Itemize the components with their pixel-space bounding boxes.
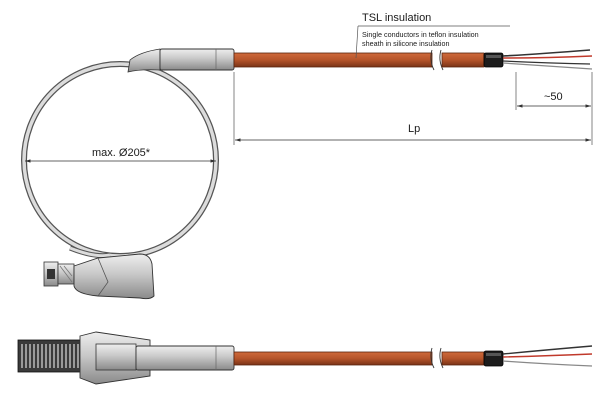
clamp-diameter-label: max. Ø205*: [92, 147, 151, 159]
wire-strip-length-label: ~50: [544, 91, 563, 103]
cable-top-segment-1: [233, 52, 433, 68]
conductor-wires-top: [502, 49, 593, 70]
cable-break-side: [430, 347, 444, 369]
cable-side-segment-2: [441, 351, 485, 366]
black-shrink-sleeve-side: [483, 350, 504, 367]
strip-length-dimension: [515, 72, 593, 110]
cable-break-top: [430, 49, 444, 71]
probe-sleeve-side: [135, 345, 235, 371]
insulation-title: TSL insulation: [362, 12, 432, 24]
insulation-description-line1: Single conductors in teflon insulation: [362, 30, 479, 39]
cable-length-dimension: [233, 72, 593, 145]
cable-length-label: Lp: [408, 123, 421, 135]
black-shrink-sleeve-top: [483, 52, 504, 68]
cable-top-segment-2: [441, 52, 485, 68]
probe-sleeve-top: [127, 48, 235, 73]
conductor-wires-side: [502, 345, 593, 367]
hose-clamp-band: [21, 61, 219, 259]
cable-side-segment-1: [233, 351, 433, 366]
clamp-screw-housing: [43, 245, 155, 300]
side-view-clamp: [17, 331, 151, 385]
insulation-description-line2: sheath in silicone insulation: [362, 39, 450, 48]
insulation-leader-line: [355, 25, 510, 59]
